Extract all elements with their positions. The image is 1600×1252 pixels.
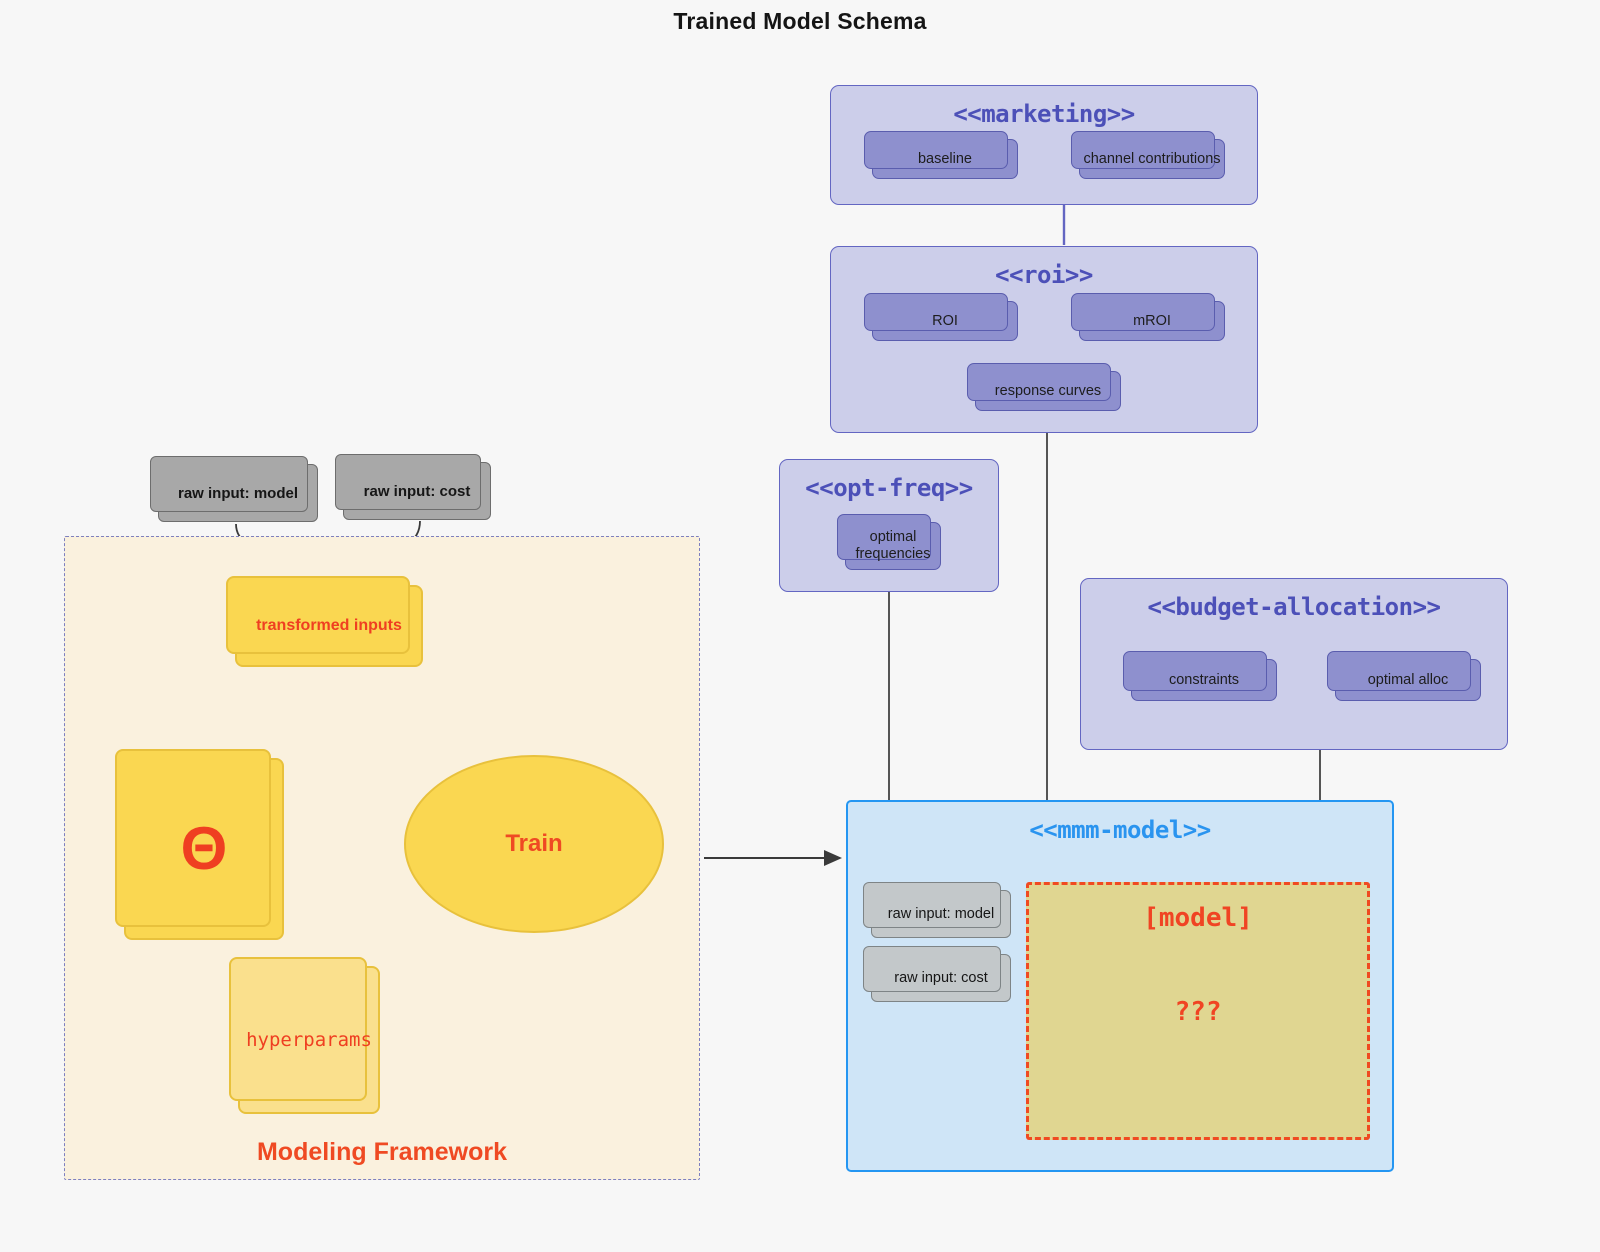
model-placeholder-label: [model] xyxy=(1143,903,1253,933)
package-opt-freq-title: <<opt-freq>> xyxy=(805,474,973,502)
mmm-raw-input-model[interactable]: raw input: model xyxy=(863,882,1011,938)
package-marketing-title: <<marketing>> xyxy=(953,100,1135,128)
train-node[interactable]: Train xyxy=(404,755,664,933)
node-optimal-alloc-label: optimal alloc xyxy=(1367,671,1449,688)
node-theta[interactable]: Θ xyxy=(115,749,284,940)
node-optimal-alloc[interactable]: optimal alloc xyxy=(1327,651,1481,701)
node-hyperparams[interactable]: hyperparams xyxy=(229,957,380,1114)
node-roi-label: ROI xyxy=(932,312,958,329)
node-response-curves-label: response curves xyxy=(994,382,1102,399)
node-baseline-label: baseline xyxy=(917,150,972,167)
raw-input-cost[interactable]: raw input: cost xyxy=(335,454,491,520)
node-constraints[interactable]: constraints xyxy=(1123,651,1277,701)
package-roi-title: <<roi>> xyxy=(995,261,1093,289)
node-theta-label: Θ xyxy=(180,815,228,882)
mmm-raw-input-model-label: raw input: model xyxy=(887,906,995,922)
node-transformed-inputs-label: transformed inputs xyxy=(256,617,402,634)
train-node-label: Train xyxy=(505,830,563,857)
mmm-raw-input-cost[interactable]: raw input: cost xyxy=(863,946,1011,1002)
model-placeholder-box[interactable]: [model] ??? xyxy=(1026,882,1370,1140)
modeling-framework-label: Modeling Framework xyxy=(256,1138,508,1166)
node-channel-contributions-label: channel contributions xyxy=(1083,150,1221,167)
node-response-curves[interactable]: response curves xyxy=(967,363,1121,411)
node-hyperparams-label: hyperparams xyxy=(246,1029,372,1051)
node-roi[interactable]: ROI xyxy=(864,293,1018,341)
node-optimal-frequencies[interactable]: optimal frequencies xyxy=(837,514,941,570)
raw-input-cost-label: raw input: cost xyxy=(363,482,471,500)
raw-input-model[interactable]: raw input: model xyxy=(150,456,318,522)
node-mroi[interactable]: mROI xyxy=(1071,293,1225,341)
node-baseline[interactable]: baseline xyxy=(864,131,1018,179)
raw-input-model-label: raw input: model xyxy=(178,484,298,502)
mmm-raw-input-cost-label: raw input: cost xyxy=(894,970,988,986)
page-title: Trained Model Schema xyxy=(673,8,927,34)
package-budget-allocation-title: <<budget-allocation>> xyxy=(1147,593,1441,621)
node-mroi-label: mROI xyxy=(1133,312,1171,329)
node-channel-contributions[interactable]: channel contributions xyxy=(1071,131,1225,179)
node-constraints-label: constraints xyxy=(1168,671,1240,688)
model-placeholder-unknown: ??? xyxy=(1174,997,1222,1027)
package-mmm-model-title: <<mmm-model>> xyxy=(1029,816,1211,844)
node-optimal-frequencies-label: optimal frequencies xyxy=(855,529,931,562)
node-transformed-inputs[interactable]: transformed inputs xyxy=(226,576,423,667)
